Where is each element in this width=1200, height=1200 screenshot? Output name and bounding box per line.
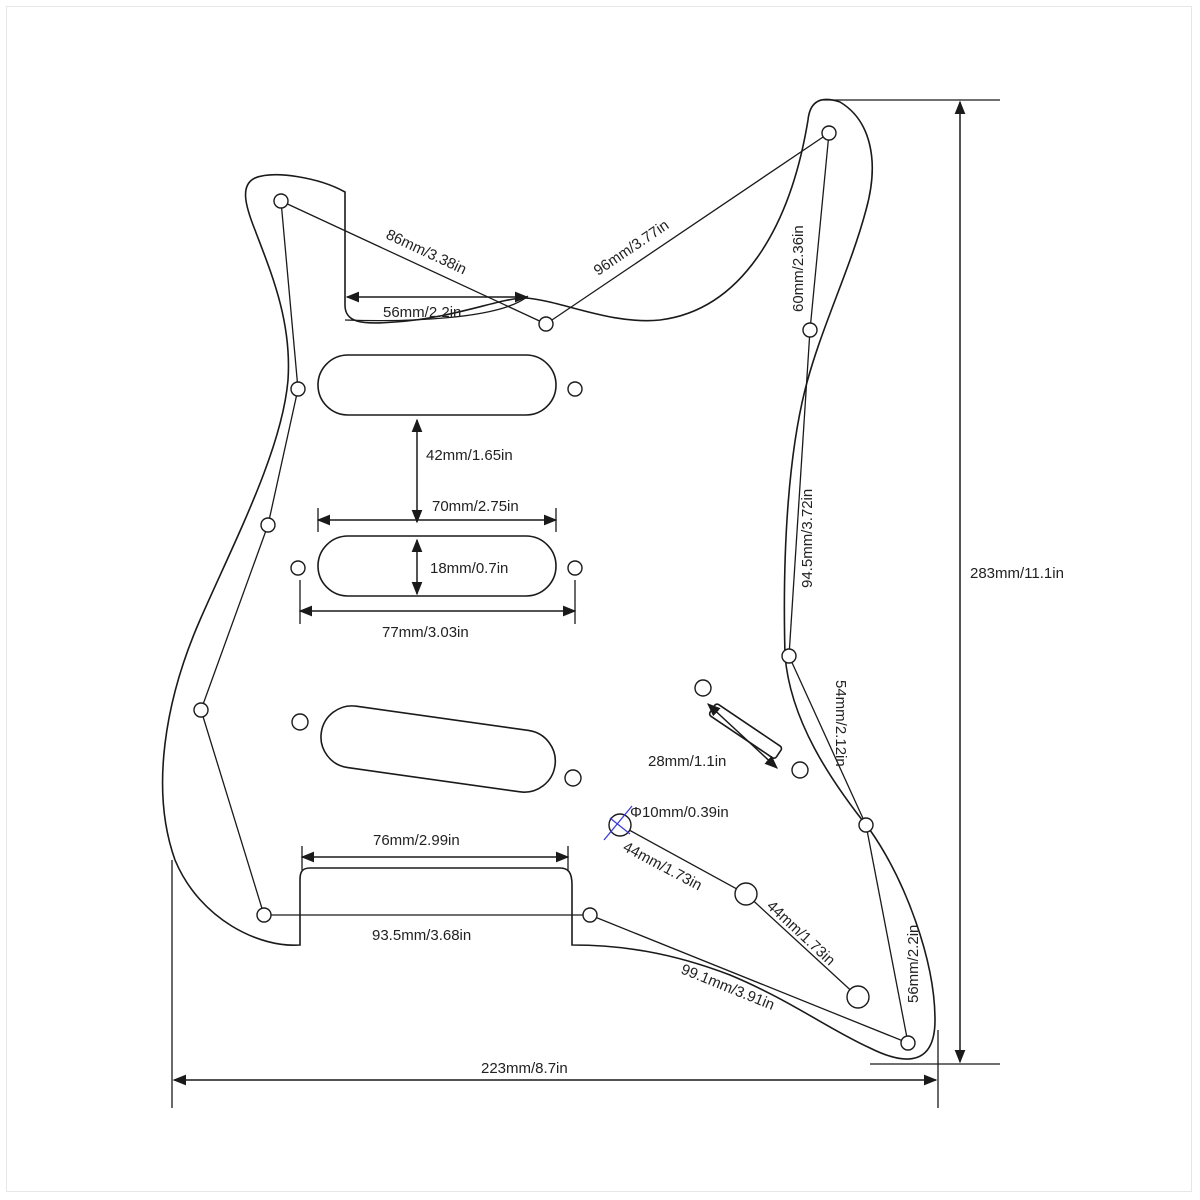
label-76mm: 76mm/2.99in (373, 832, 460, 849)
selector-switch-slot (708, 703, 783, 759)
label-77mm: 77mm/3.03in (382, 624, 469, 641)
label-70mm: 70mm/2.75in (432, 498, 519, 515)
label-96mm: 96mm/3.77in (591, 217, 672, 280)
top-cutout-curve (344, 295, 529, 322)
label-94mm: 94.5mm/3.72in (799, 489, 816, 588)
label-283mm: 283mm/11.1in (970, 565, 1064, 582)
pot-holes (603, 805, 870, 1009)
dimension-lines (171, 99, 1000, 1108)
screw-holes (193, 125, 916, 1051)
neck-pickup-slot (317, 354, 557, 416)
bridge-pickup-slot (320, 705, 557, 793)
label-28mm: 28mm/1.1in (648, 753, 726, 770)
label-54mm: 54mm/2.12in (832, 680, 849, 767)
label-44mm-b: 44mm/1.73in (763, 897, 838, 969)
middle-pickup-slot (317, 535, 557, 597)
label-phi10mm: Φ10mm/0.39in (630, 804, 729, 821)
label-56mm-top: 56mm/2.2in (383, 304, 461, 321)
screw-connections (200, 132, 909, 1044)
pickguard-outline (161, 98, 936, 1060)
drawing-frame (6, 6, 1192, 1192)
label-223mm: 223mm/8.7in (481, 1060, 568, 1077)
label-86mm: 86mm/3.38in (383, 226, 469, 278)
label-93mm: 93.5mm/3.68in (372, 927, 471, 944)
label-99mm: 99.1mm/3.91in (679, 961, 777, 1014)
label-18mm: 18mm/0.7in (430, 560, 508, 577)
label-44mm-a: 44mm/1.73in (620, 839, 705, 895)
label-60mm: 60mm/2.36in (790, 225, 807, 312)
label-42mm: 42mm/1.65in (426, 447, 513, 464)
label-56mm-right: 56mm/2.2in (905, 925, 922, 1003)
